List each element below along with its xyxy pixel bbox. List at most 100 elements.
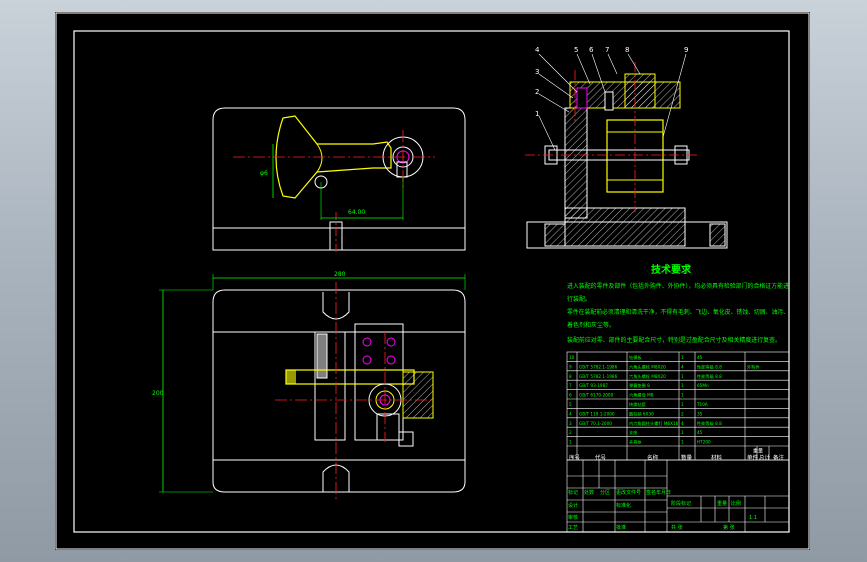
bom-cell-no: 5 (569, 402, 572, 407)
inner-sheet-border (73, 30, 790, 533)
label-approve: 批准 (616, 524, 626, 531)
bom-cell-qty: 1 (681, 374, 684, 379)
label-review: 审核 (568, 514, 578, 521)
bom-cell-qty: 4 (681, 364, 684, 369)
tech-line-3: 零件在装配前必须清理和清洗干净，不得有毛刺、飞边、氧化皮、锈蚀、切屑、油污、 (567, 308, 789, 316)
bom-header-qty: 数量 (681, 453, 693, 461)
bom-cell-qty: 4 (681, 421, 684, 426)
callout-2: 2 (535, 88, 539, 96)
sheet-total: 共 张 (671, 524, 683, 531)
bom-header-code: 代号 (595, 453, 607, 461)
dim-top-length: 64.00 (348, 209, 365, 216)
bom-cell-material: 45 (697, 430, 703, 435)
bom-cell-code: GB/T 119.1-2000 (579, 411, 615, 416)
callout-5: 5 (574, 46, 578, 54)
top-view: φ6 64.00 (212, 107, 466, 252)
bom-cell-no: 10 (569, 355, 575, 360)
bom-cell-material: 性能等级 8.8 (697, 373, 722, 380)
drawing-canvas[interactable]: φ6 64.00 (55, 12, 810, 550)
bom-cell-code: GB/T 70.1-2000 (579, 421, 612, 426)
plan-view: 280 200 (152, 271, 466, 502)
sheet-no: 第 张 (723, 524, 735, 531)
label-stage: 阶段标记 (671, 500, 691, 507)
bom-cell-name: 六角螺母 M8 (629, 392, 654, 399)
technical-requirements: 技术要求 进入装配的零件及部件（包括外购件、外协件），均必须具有检验部门的合格证… (567, 263, 789, 344)
value-scale: 1:1 (749, 515, 757, 521)
bom-header-name: 名称 (647, 453, 659, 461)
label-weight: 重量 (717, 500, 727, 507)
callout-1: 1 (535, 110, 539, 118)
label-date: 年月日 (656, 489, 671, 496)
bom-cell-name: 圆柱销 6X30 (629, 410, 654, 417)
callout-8: 8 (625, 46, 629, 54)
bom-cell-code: GB/T 5782.1-1986 (579, 364, 618, 369)
outer-sheet-border (55, 12, 810, 550)
bom-cell-material: 性能等级 8.8 (697, 363, 722, 370)
title-block-text: 标记 处数 分区 更改文件号 签名 年月日 设计 标准化 审核 工艺 批准 阶段… (568, 489, 757, 531)
bom-cell-note: 外购件 (747, 363, 760, 370)
bom-cell-no: 2 (569, 430, 572, 435)
label-scale: 比例 (731, 500, 741, 507)
bom-cell-code: GB/T 5782.1-1986 (579, 374, 618, 379)
bom-header-weight: 重量 (753, 447, 763, 454)
bom-cell-name: 六角头螺栓 M8X20 (629, 373, 666, 380)
bom-cell-code: GB/T 93-1987 (579, 383, 608, 388)
bom-header-material: 材料 (711, 453, 723, 461)
bom-cell-name: 内六角圆柱头螺钉 M6X16 (629, 420, 679, 427)
bom-cell-qty: 1 (681, 355, 684, 360)
bom-cell-name: 钻模板 (629, 354, 642, 361)
tech-line-4: 着色剂和灰尘等。 (567, 321, 615, 329)
dim-overall-width: 280 (334, 271, 346, 278)
bom-cell-material: HT200 (697, 440, 711, 445)
tech-title: 技术要求 (651, 263, 692, 276)
callout-7: 7 (605, 46, 609, 54)
label-mark: 标记 (568, 489, 578, 496)
label-process: 工艺 (568, 525, 578, 531)
tech-line-5: 装配前应对零、部件的主要配合尺寸，特别是过盈配合尺寸及相关精度进行复查。 (567, 336, 781, 344)
bom-cell-name: 支座 (629, 429, 637, 436)
bom-cell-qty: 1 (681, 393, 684, 398)
label-count: 处数 (584, 489, 594, 496)
callout-4: 4 (535, 46, 540, 54)
bom-header-unit_weight: 单件 (747, 453, 759, 461)
bom-cell-material: 45 (697, 355, 703, 360)
label-change: 更改文件号 (616, 489, 641, 496)
callout-6: 6 (589, 46, 594, 54)
bom-cell-material: 65Mn (697, 383, 709, 388)
bom-cell-qty: 1 (681, 430, 684, 435)
bom-cell-no: 7 (569, 383, 572, 388)
section-view: 4 5 6 7 8 9 3 2 1 (525, 46, 728, 249)
label-zone: 分区 (600, 489, 610, 496)
bom-cell-name: 夹具体 (629, 439, 642, 446)
bom-cell-no: 3 (569, 421, 572, 426)
bom-cell-name: 六角头螺栓 M8X20 (629, 363, 666, 370)
label-standard: 标准化 (616, 502, 631, 509)
bom-cell-material: T10A (696, 402, 708, 407)
bom-cell-material: 性能等级 8.8 (697, 420, 722, 427)
bom-cell-qty: 1 (681, 402, 684, 407)
bom-cell-no: 6 (569, 393, 572, 398)
title-block (566, 459, 790, 533)
bom-cell-no: 1 (569, 440, 572, 445)
cad-drawing: φ6 64.00 (55, 12, 810, 550)
bom-header-note: 备注 (773, 453, 785, 461)
bom-cell-no: 4 (569, 411, 572, 416)
callout-3: 3 (535, 68, 539, 76)
label-design: 设计 (568, 502, 578, 509)
callout-9: 9 (684, 46, 688, 54)
bom-cell-name: 弹簧垫圈 8 (629, 382, 650, 389)
tech-line-1: 进入装配的零件及部件（包括外购件、外协件），均必须具有检验部门的合格证方能进 (567, 282, 789, 290)
tech-line-2: 行装配。 (567, 295, 591, 303)
bom-cell-name: 快换钻套 (629, 401, 647, 408)
bom-cell-material: 35 (697, 411, 703, 416)
bom-cell-qty: 2 (681, 411, 684, 416)
dim-top-height: φ6 (260, 170, 268, 177)
bom-header-total_weight: 总计 (759, 453, 771, 461)
label-sign: 签名 (646, 489, 656, 496)
bom-cell-qty: 1 (681, 440, 684, 445)
bom-header-no: 序号 (569, 453, 581, 461)
bom-cell-no: 8 (569, 374, 572, 379)
bom-cell-no: 9 (569, 364, 572, 369)
bom-cell-qty: 1 (681, 383, 684, 388)
